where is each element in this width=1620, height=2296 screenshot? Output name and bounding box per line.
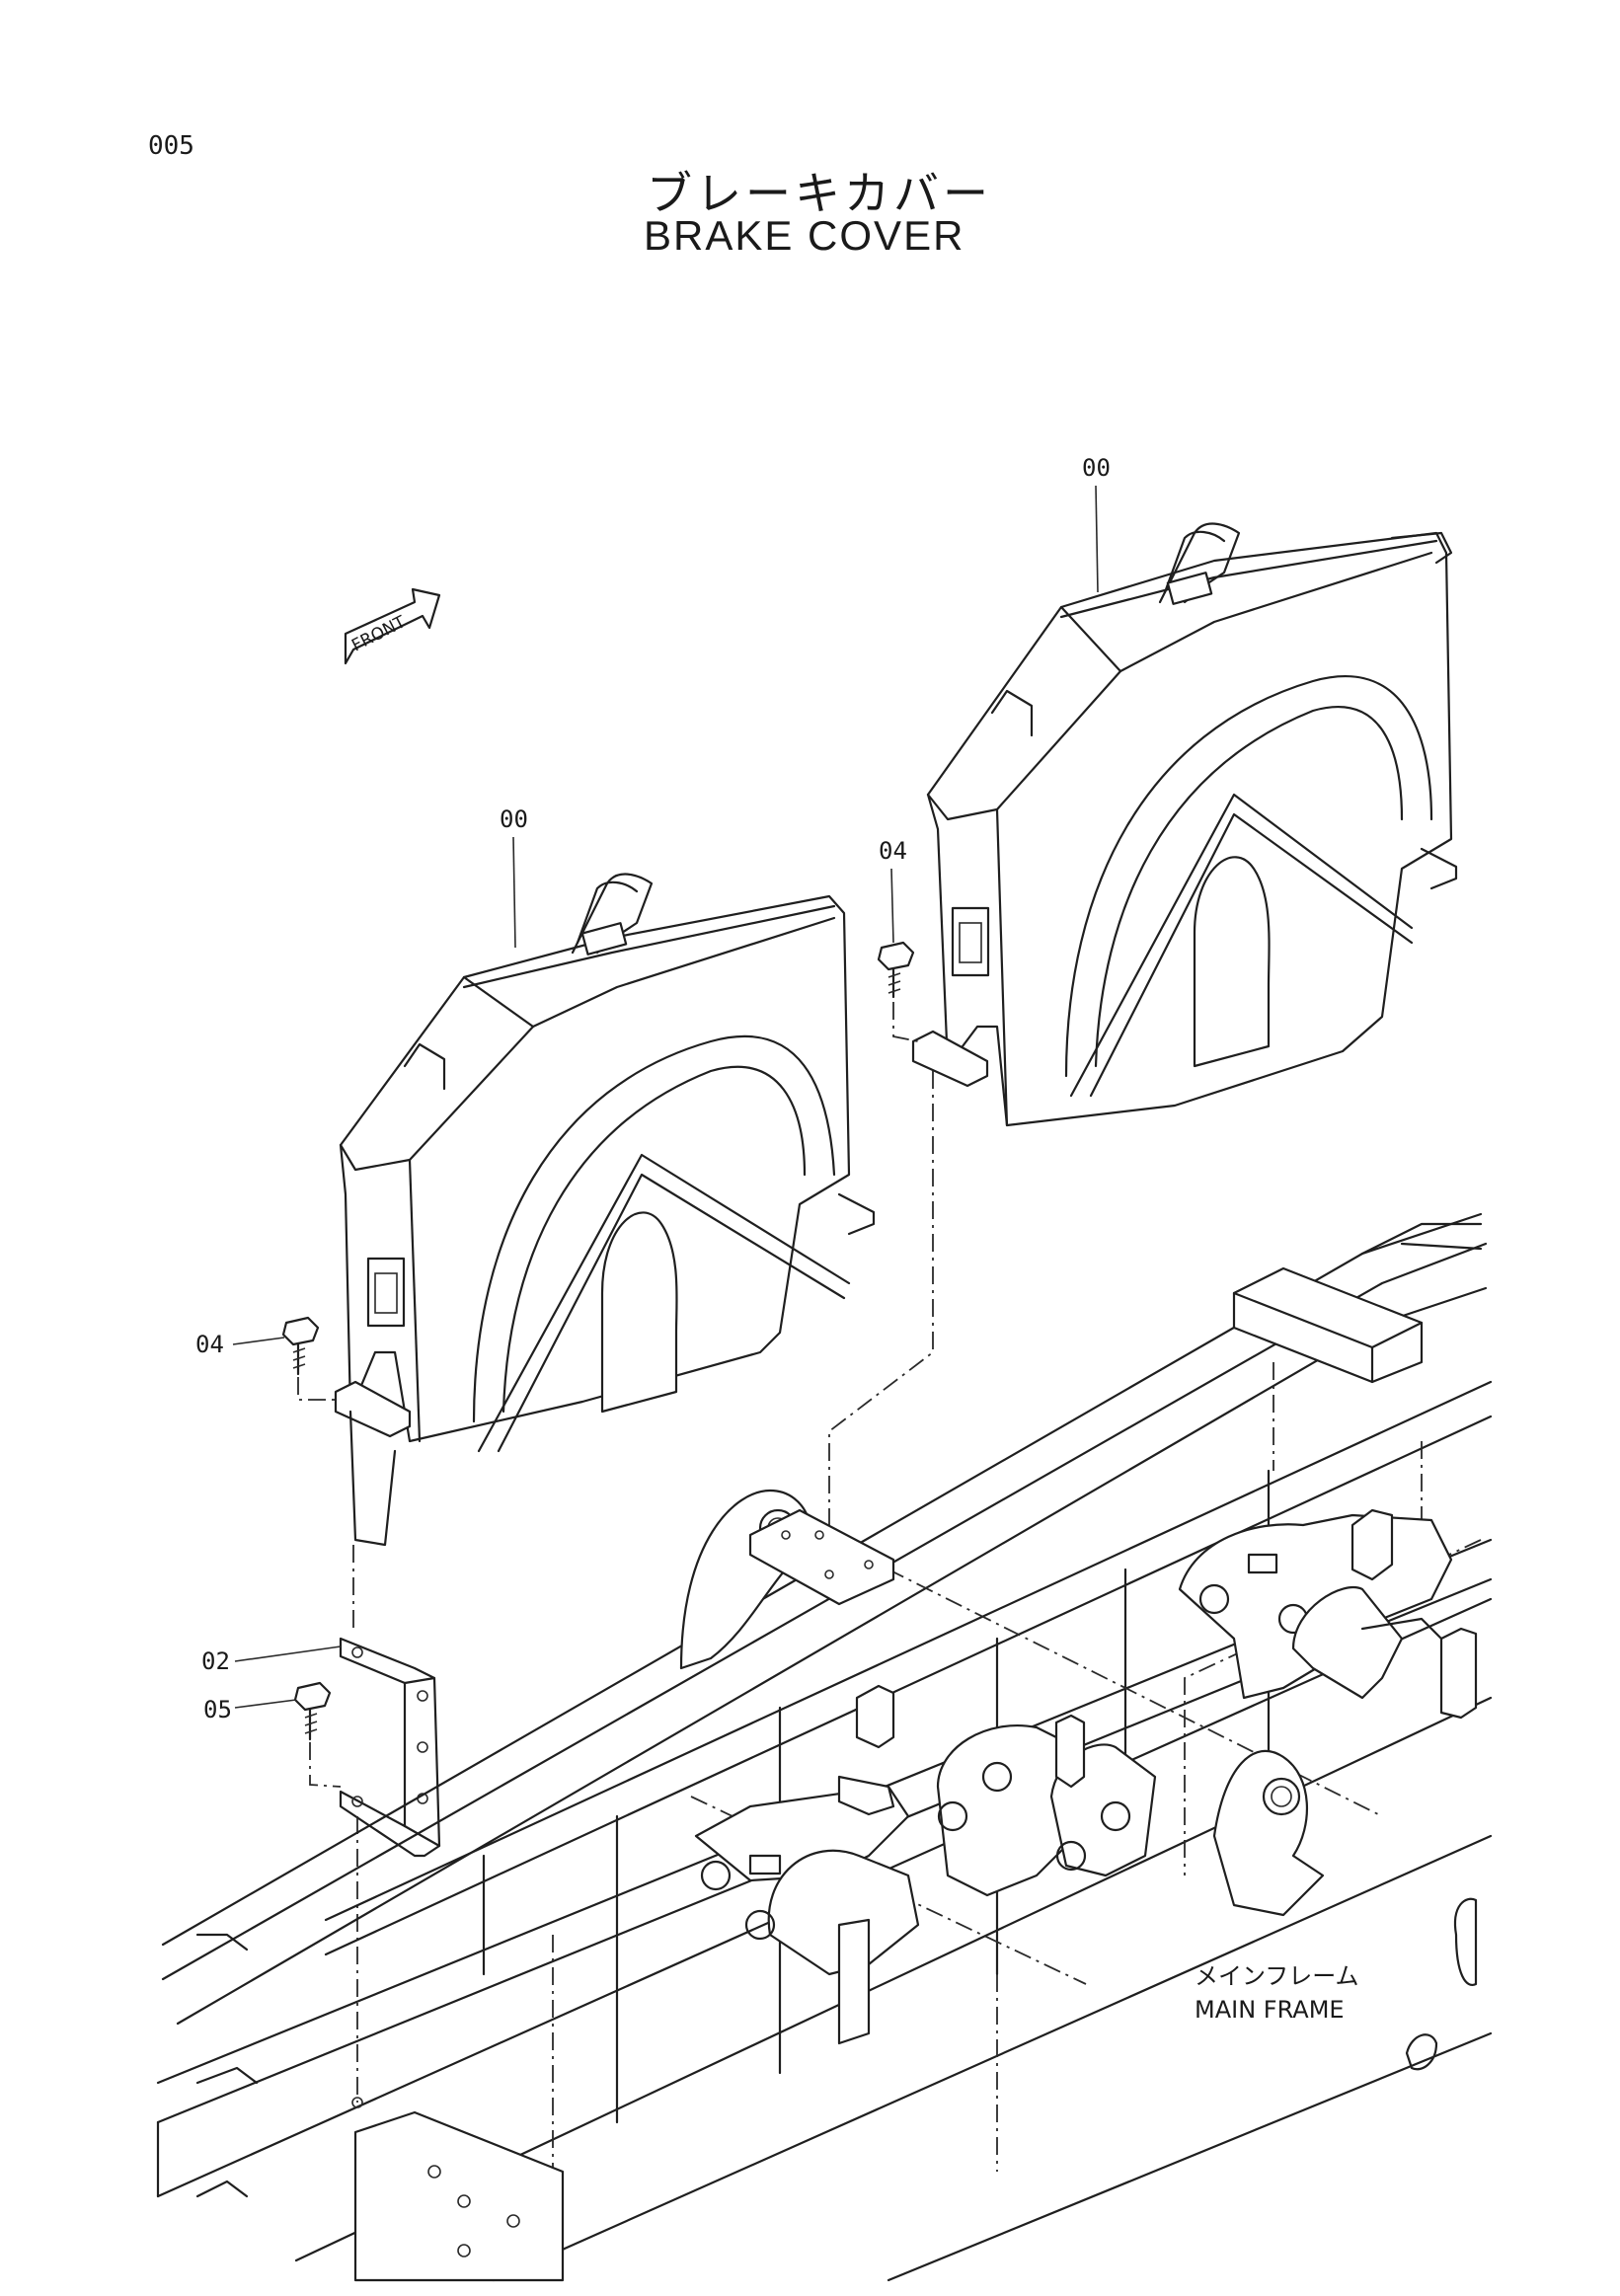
- bolt-right-icon: [877, 941, 915, 999]
- brake-cover-left: [334, 873, 876, 1547]
- callout-bolt-right: 04: [879, 837, 907, 865]
- callout-bolt-bracket: 05: [203, 1696, 232, 1723]
- frame-label-english: MAIN FRAME: [1195, 1996, 1345, 2024]
- bolt-bracket-icon: [293, 1681, 332, 1741]
- page-number: 005: [148, 131, 194, 161]
- bolt-left-icon: [281, 1316, 320, 1376]
- callout-cover-left: 00: [500, 805, 528, 833]
- callout-bolt-left: 04: [195, 1331, 224, 1358]
- callout-cover-right: 00: [1082, 454, 1111, 482]
- frame-label-japanese: メインフレーム: [1195, 1962, 1359, 1990]
- title-japanese: ブレーキカバー: [647, 167, 992, 220]
- front-arrow-icon: FRONT: [344, 587, 441, 665]
- title-english: BRAKE COVER: [644, 212, 965, 259]
- callout-bracket: 02: [201, 1647, 230, 1675]
- main-frame: [156, 1212, 1493, 2282]
- bracket: [339, 1637, 441, 1858]
- brake-cover-right: [911, 522, 1458, 1127]
